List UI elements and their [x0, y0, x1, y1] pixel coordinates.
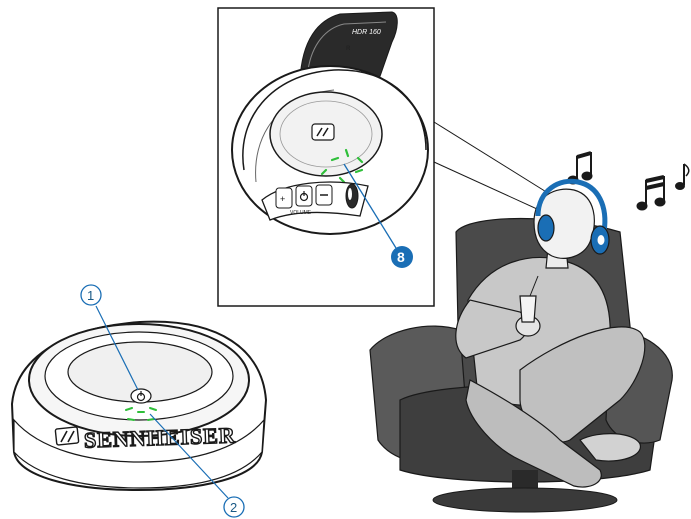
svg-text:1: 1	[87, 288, 94, 303]
model-label: HDR 160	[352, 29, 381, 36]
callout-2-badge: 2	[224, 497, 244, 517]
earcup-r-mark: R	[346, 46, 351, 52]
sennheiser-logo-icon	[312, 124, 334, 140]
power-button-headphone	[296, 186, 312, 206]
transmitter-base: SENNHEISER	[12, 322, 266, 490]
callout-1-badge: 1	[81, 285, 101, 305]
callout-8-badge: 8	[391, 246, 413, 268]
volume-label: VOLUME	[290, 210, 312, 216]
svg-text:2: 2	[230, 500, 237, 515]
balance-wheel	[346, 184, 358, 208]
svg-text:8: 8	[397, 249, 405, 265]
base-power-button	[131, 389, 151, 403]
zoom-pointer-line-top	[434, 122, 556, 198]
earcup: + VOLUME	[232, 66, 428, 234]
svg-text:+: +	[280, 194, 285, 204]
brand-name: SENNHEISER	[84, 422, 237, 452]
volume-down-button	[316, 185, 332, 205]
zoom-pointer-line-bottom	[434, 162, 548, 214]
brand-logo-icon	[55, 427, 79, 445]
beamed-notes-right	[637, 176, 665, 210]
chair-base	[433, 488, 617, 512]
single-note	[676, 164, 689, 190]
volume-up-button: +	[276, 188, 292, 208]
